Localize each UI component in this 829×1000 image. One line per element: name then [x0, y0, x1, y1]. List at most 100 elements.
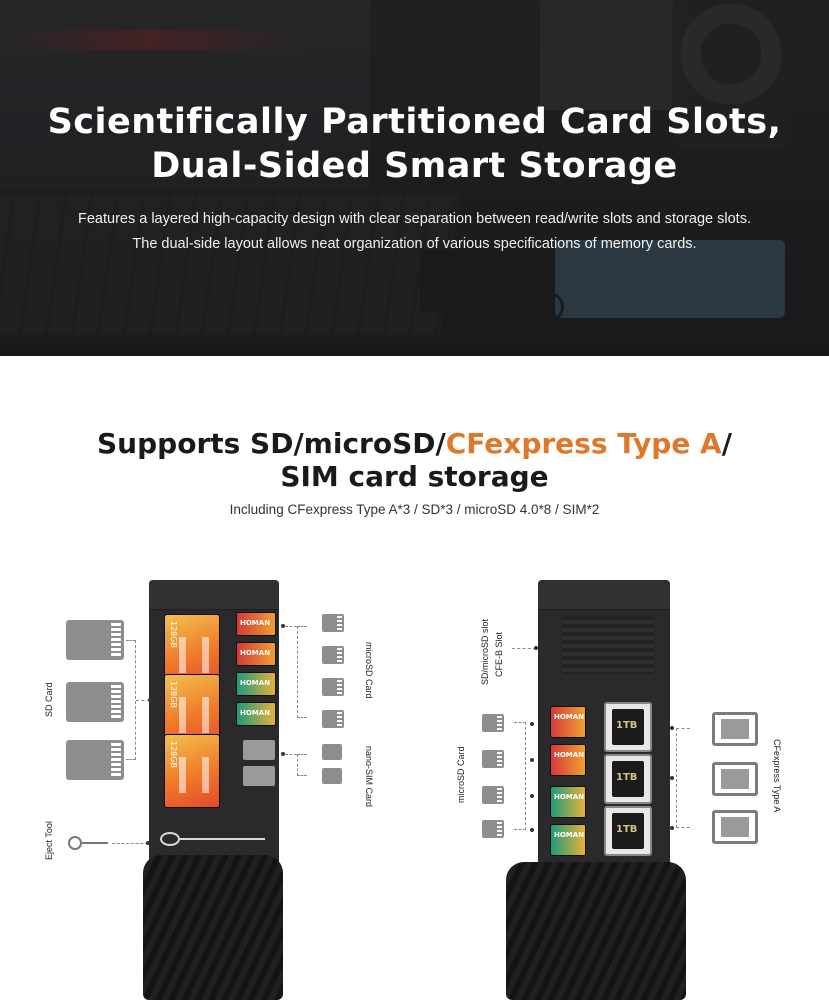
sd-card-capacity: 128GB	[169, 681, 178, 708]
microsd-card: HOMAN	[236, 642, 276, 666]
hero-subtitle-line1: Features a layered high-capacity design …	[77, 211, 751, 227]
microsd-icon	[482, 750, 504, 768]
sd-card-capacity: 128GB	[169, 741, 178, 768]
microsd-icon	[482, 820, 504, 838]
microsd-card: HOMAN	[550, 744, 586, 776]
microsd-bracket	[297, 626, 307, 718]
nano-sim-slot	[243, 766, 275, 786]
section-title-part1: Supports SD/microSD/	[97, 427, 446, 460]
microsd-icon	[322, 614, 344, 632]
nano-sim-icon	[322, 744, 342, 760]
section-title: Supports SD/microSD/CFexpress Type A/ SI…	[0, 427, 829, 493]
sd-card: 128GB	[164, 734, 220, 808]
left-case-lid	[149, 580, 279, 610]
sd-leader-line	[136, 700, 150, 701]
cfexpress-card-face	[612, 709, 644, 745]
microsd-icon	[482, 714, 504, 732]
cfexpress-icon	[712, 712, 758, 746]
hero-subtitle: Features a layered high-capacity design …	[0, 207, 829, 257]
microsd-icon	[322, 646, 344, 664]
microsd-leader-line	[285, 626, 297, 627]
cfexpress-capacity: 1TB	[616, 720, 638, 731]
microsd-card: HOMAN	[236, 672, 276, 696]
cfexpress-capacity: 1TB	[616, 824, 638, 835]
hero-title-line1: Scientifically Partitioned Card Slots,	[47, 102, 782, 142]
microsd-card-label: microSD Card	[364, 641, 374, 699]
cfexpress-card-face	[612, 761, 644, 797]
hero-subtitle-line2: The dual-side layout allows neat organiz…	[132, 236, 697, 252]
cfe-bracket	[676, 728, 690, 828]
section-title-part2: /	[721, 427, 732, 460]
microsd-card: HOMAN	[236, 702, 276, 726]
microsd-brand: HOMAN	[240, 649, 271, 657]
microsd-brand: HOMAN	[240, 679, 271, 687]
microsd-brand: HOMAN	[554, 831, 585, 839]
cfe-b-slot-label: CFE-B Slot	[494, 631, 504, 677]
microsd-leader-dot	[281, 624, 285, 628]
sd-card-capacity: 128GB	[169, 621, 178, 648]
cfe-leader-dot	[670, 776, 674, 780]
microsd-leader-dot	[530, 794, 534, 798]
section-title-accent: CFexpress Type A	[445, 427, 722, 460]
microsd-card: HOMAN	[550, 786, 586, 818]
cfexpress-card-face	[612, 813, 644, 849]
slot-label: SD/microSD slot	[480, 619, 490, 686]
eject-tool-icon	[68, 836, 108, 850]
sd-card-icon	[66, 682, 124, 722]
microsd-leader-dot	[530, 758, 534, 762]
sd-bracket	[126, 640, 136, 760]
cfexpress-card: 1TB	[604, 702, 652, 752]
background-monitor	[540, 0, 690, 110]
sd-card-label: SD Card	[44, 682, 54, 718]
cfexpress-card: 1TB	[604, 754, 652, 804]
sim-bracket	[297, 754, 307, 776]
sd-leader-dot	[148, 698, 152, 702]
sd-card-icon	[66, 740, 124, 780]
slot-leader-line	[512, 648, 536, 649]
sd-card-logo	[179, 757, 209, 793]
nano-sim-label: nano-SIM Card	[364, 746, 374, 808]
section-title-line1: Supports SD/microSD/CFexpress Type A/	[0, 427, 829, 460]
eject-leader-line	[112, 843, 148, 844]
microsd-brand: HOMAN	[554, 751, 585, 759]
nano-sim-slot	[243, 740, 275, 760]
microsd-brand: HOMAN	[554, 793, 585, 801]
hero-banner: Scientifically Partitioned Card Slots, D…	[0, 0, 829, 356]
microsd-icon	[322, 678, 344, 696]
left-case-grip	[143, 855, 283, 1000]
right-case-lid	[538, 580, 670, 610]
eject-tool-ring	[160, 832, 180, 846]
cfe-leader-dot	[670, 826, 674, 830]
cfexpress-icon	[712, 762, 758, 796]
microsd-brand: HOMAN	[240, 709, 271, 717]
microsd-brand: HOMAN	[240, 619, 271, 627]
eject-leader-dot	[146, 841, 150, 845]
microsd-bracket	[514, 722, 526, 830]
background-glow	[0, 30, 300, 50]
sim-leader-line	[285, 754, 297, 755]
cfexpress-icon	[712, 810, 758, 844]
background-ssd	[555, 240, 785, 318]
sd-card-logo	[179, 637, 209, 673]
background-card-reader	[420, 250, 540, 312]
eject-tool-pin	[180, 838, 265, 840]
microsd-icon	[322, 710, 344, 728]
section-subtitle: Including CFexpress Type A*3 / SD*3 / mi…	[229, 502, 600, 517]
cfexpress-capacity: 1TB	[616, 772, 638, 783]
microsd-card: HOMAN	[550, 706, 586, 738]
microsd-leader-dot	[530, 828, 534, 832]
slot-leader-dot	[534, 646, 538, 650]
sim-leader-dot	[281, 752, 285, 756]
nano-sim-icon	[322, 768, 342, 784]
section-title-line2: SIM card storage	[280, 460, 549, 493]
cfexpress-label: CFexpress Type A	[772, 739, 782, 813]
cfe-b-slot	[562, 616, 654, 674]
eject-tool-in-case	[160, 832, 270, 850]
hero-overlay	[0, 0, 829, 356]
microsd-icon	[482, 786, 504, 804]
cfexpress-card: 1TB	[604, 806, 652, 856]
eject-tool-icon-ring	[68, 836, 82, 850]
right-case-grip	[506, 862, 686, 1000]
microsd-card-label: microSD Card	[456, 746, 466, 804]
sd-card-icon	[66, 620, 124, 660]
